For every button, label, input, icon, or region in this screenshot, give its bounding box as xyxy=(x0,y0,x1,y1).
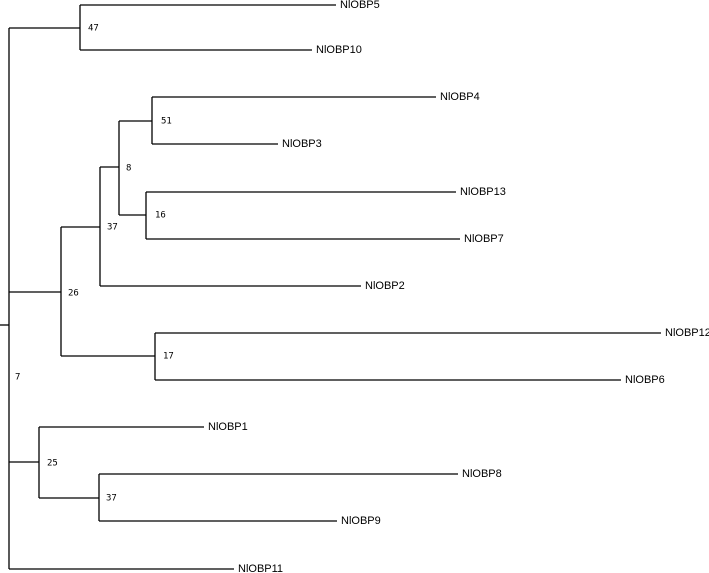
support-values: 47 51 8 16 37 26 17 7 25 37 xyxy=(15,24,174,504)
leaf-label-NlOBP13: NlOBP13 xyxy=(460,186,506,198)
leaf-label-NlOBP11: NlOBP11 xyxy=(238,563,283,573)
support-clade-4-3: 51 xyxy=(161,117,172,127)
leaf-labels: NlOBP5 NlOBP10 NlOBP4 NlOBP3 NlOBP13 NlO… xyxy=(208,0,709,573)
leaf-label-NlOBP8: NlOBP8 xyxy=(462,468,502,480)
leaf-label-NlOBP3: NlOBP3 xyxy=(282,138,322,150)
leaf-label-NlOBP7: NlOBP7 xyxy=(464,233,504,245)
support-clade-13-7: 16 xyxy=(155,211,166,221)
support-clade-4-3-13-7: 8 xyxy=(126,164,131,174)
support-clade-with-2: 37 xyxy=(107,223,118,233)
support-clade-8-9: 37 xyxy=(106,494,117,504)
leaf-label-NlOBP6: NlOBP6 xyxy=(625,374,665,386)
leaf-label-NlOBP12: NlOBP12 xyxy=(665,327,709,339)
leaf-label-NlOBP9: NlOBP9 xyxy=(341,515,381,527)
leaf-label-NlOBP4: NlOBP4 xyxy=(440,91,480,103)
support-clade-main-upper: 26 xyxy=(68,289,79,299)
tree-branches xyxy=(0,4,661,570)
leaf-label-NlOBP2: NlOBP2 xyxy=(365,280,405,292)
leaf-label-NlOBP5: NlOBP5 xyxy=(340,0,380,11)
leaf-label-NlOBP10: NlOBP10 xyxy=(316,44,362,56)
support-clade-12-6: 17 xyxy=(163,352,174,362)
support-root: 7 xyxy=(15,373,20,383)
leaf-label-NlOBP1: NlOBP1 xyxy=(208,421,248,433)
support-clade-5-10: 47 xyxy=(88,24,99,34)
support-clade-1-8-9: 25 xyxy=(47,459,58,469)
